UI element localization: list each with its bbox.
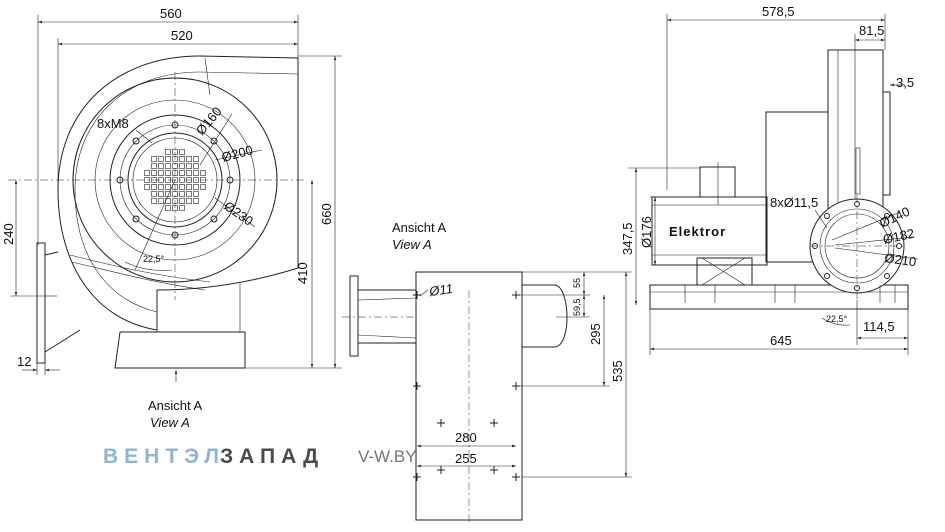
side-dim-81-5: 81,5 [859, 23, 884, 38]
terminal-box [699, 166, 736, 198]
view-a-flange [349, 275, 359, 357]
watermark: ВЕНТЭЛ ЗАПАД V-W.BY [103, 445, 417, 468]
label-angle-front: 22,5° [143, 254, 165, 264]
grille-cell [158, 163, 164, 169]
view-a-dim-59-5: 59,5 [572, 298, 582, 316]
side-view: Elektror 578,5 81,5 3,5 347,5 Ø176 [620, 4, 919, 355]
motor-body [651, 196, 768, 266]
dim-560: 560 [160, 6, 182, 21]
grille-cell [193, 163, 199, 169]
grille-cell [200, 184, 206, 190]
dim-240: 240 [1, 223, 16, 245]
side-dim-645: 645 [770, 333, 792, 348]
grille-cell [165, 156, 171, 162]
outlet-flange [36, 242, 46, 364]
grille-cell [151, 156, 157, 162]
grille-cell [193, 170, 199, 176]
view-a-holes [413, 291, 520, 481]
view-a-d11: Ø11 [427, 281, 453, 299]
grille-cell [186, 198, 192, 204]
grille-cell [158, 184, 164, 190]
dim-660: 660 [319, 203, 334, 225]
dim-520: 520 [171, 28, 193, 43]
grille-cell [165, 170, 171, 176]
grille-cell [151, 163, 157, 169]
view-a-dim-535: 535 [610, 360, 625, 382]
grille-cell [144, 177, 150, 183]
grille-cell [186, 156, 192, 162]
side-dim-3-5: 3,5 [896, 75, 914, 90]
grille-cell [165, 149, 171, 155]
side-base-frame [649, 284, 909, 310]
grille-cell [193, 156, 199, 162]
motor-base [114, 331, 246, 369]
grille-cell [179, 163, 185, 169]
label-8xm8: 8xM8 [97, 116, 129, 131]
dim-410: 410 [295, 262, 310, 284]
front-view-label-de: Ansicht A [148, 398, 203, 413]
grille-cell [179, 149, 185, 155]
dim-12: 12 [17, 354, 31, 369]
grille-cell [193, 184, 199, 190]
grille-cell [186, 170, 192, 176]
grille-cell [158, 191, 164, 197]
grille-cell [179, 198, 185, 204]
view-a-dim-55: 55 [572, 278, 582, 288]
grille-cell [165, 184, 171, 190]
grille-cell [186, 184, 192, 190]
grille-cell [179, 170, 185, 176]
grille-cell [151, 198, 157, 204]
view-a: Ansicht A View A Ø11 55 59,5 [342, 220, 632, 525]
fan-casing [57, 55, 299, 331]
grille-cell [193, 191, 199, 197]
grille-cell [179, 191, 185, 197]
side-label-bolts: 8xØ11,5 [770, 195, 818, 210]
side-dim-578-5: 578,5 [762, 4, 795, 19]
grille-cell [158, 156, 164, 162]
front-view-label-en: View A [150, 415, 190, 430]
grille-cell [179, 184, 185, 190]
grille-cell [193, 198, 199, 204]
view-a-dim-295: 295 [588, 323, 603, 345]
grille-cell [151, 170, 157, 176]
grille-cell [144, 184, 150, 190]
grille-cell [151, 184, 157, 190]
grille-cell [186, 163, 192, 169]
grille-cell [158, 170, 164, 176]
view-a-title-en: View A [392, 237, 432, 252]
grille-cell [186, 191, 192, 197]
side-dim-114-5: 114,5 [863, 319, 895, 334]
grille-cell [179, 205, 185, 211]
brand-label: Elektror [669, 224, 726, 239]
side-dim-347-5: 347,5 [620, 222, 635, 255]
grille-cell [165, 191, 171, 197]
watermark-site: V-W.BY [358, 447, 417, 466]
grille-cell [144, 170, 150, 176]
watermark-part2: ЗАПАД [220, 445, 324, 468]
side-label-d182: Ø182 [882, 226, 916, 247]
view-a-dim-255: 255 [455, 451, 477, 466]
grille-cell [165, 205, 171, 211]
grille-cell [193, 177, 199, 183]
inlet-grille [144, 149, 206, 211]
grille-cell [158, 198, 164, 204]
grille-cell [179, 156, 185, 162]
grille-cell [151, 191, 157, 197]
grille-cell [200, 170, 206, 176]
side-label-d210: Ø210 [884, 250, 918, 269]
view-a-dim-280: 280 [455, 430, 477, 445]
grille-cell [165, 163, 171, 169]
view-a-title-de: Ansicht A [392, 220, 447, 235]
side-label-angle: 22,5° [826, 314, 848, 324]
side-dim-d176: Ø176 [639, 216, 654, 248]
front-view: 560 520 240 660 410 12 8xM8 Ø160 Ø200 Ø2… [1, 6, 342, 430]
watermark-part1: ВЕНТЭЛ [103, 445, 225, 468]
